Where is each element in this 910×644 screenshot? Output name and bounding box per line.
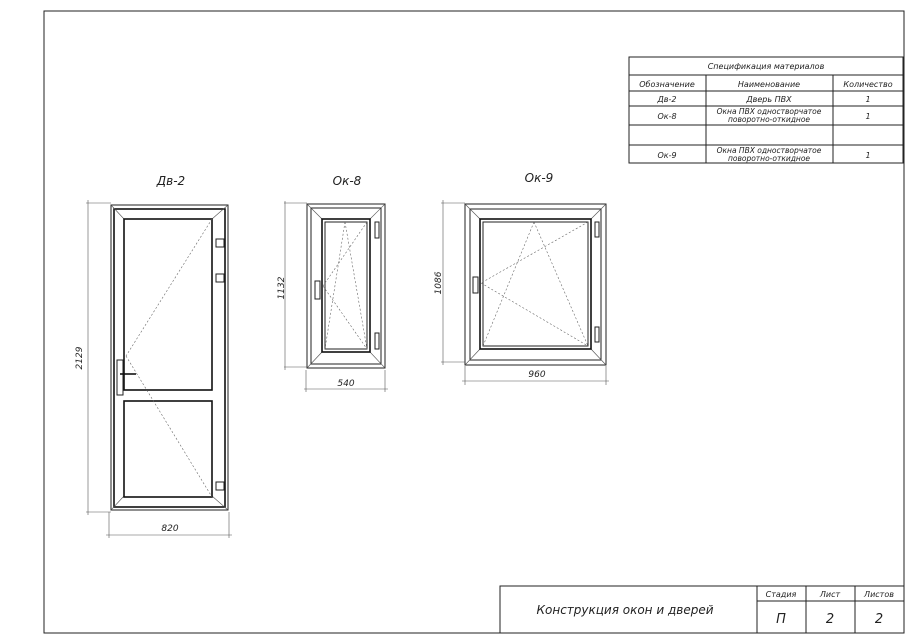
window-ok8-label: Ок-8 — [333, 174, 362, 188]
hinge-icon — [215, 238, 225, 248]
hinge-icon — [215, 481, 225, 491]
door-height-dimension: 2129 — [75, 346, 85, 369]
window-ok9-label: Ок-9 — [525, 171, 554, 185]
specification-table: Спецификация материалов Обозначение Наим… — [628, 56, 904, 164]
spec-header-code: Обозначение — [639, 80, 695, 89]
sheets-label: Листов — [863, 590, 894, 599]
title-block: Конструкция окон и дверей Стадия Лист Ли… — [499, 585, 905, 634]
sheet-value: 2 — [826, 612, 834, 627]
spec-row-qty: 1 — [865, 112, 870, 121]
spec-header-qty: Количество — [843, 80, 892, 89]
spec-row-name: Окна ПВХ одностворчатое — [717, 107, 822, 116]
sheets-value: 2 — [875, 612, 883, 627]
spec-row-name-2: поворотно-откидное — [728, 115, 810, 124]
window-handle-icon — [314, 280, 321, 300]
spec-row-qty: 1 — [865, 95, 870, 104]
door-width-dimension: 820 — [161, 524, 178, 534]
spec-row-name-2: поворотно-откидное — [728, 154, 810, 163]
spec-row-code: Дв-2 — [657, 95, 677, 104]
spec-row-qty: 1 — [865, 151, 870, 160]
stage-label: Стадия — [766, 590, 797, 599]
spec-row-code: Ок-8 — [657, 112, 676, 121]
door-drawing: Дв-2 2129 820 — [75, 174, 232, 538]
window-ok9-drawing: Ок-9 1086 960 — [434, 171, 609, 385]
window-ok8-drawing: Ок-8 1132 540 — [277, 174, 388, 392]
spec-row-code: Ок-9 — [657, 151, 676, 160]
hinge-icon — [594, 221, 600, 238]
window-ok9-width-dimension: 960 — [528, 370, 545, 380]
sheet-label: Лист — [819, 590, 841, 599]
spec-row-name: Окна ПВХ одностворчатое — [717, 146, 822, 155]
spec-header-name: Наименование — [738, 80, 800, 89]
window-ok8-width-dimension: 540 — [337, 379, 354, 389]
sheet-border — [43, 10, 905, 634]
drawing-title: Конструкция окон и дверей — [536, 603, 713, 617]
stage-value: П — [776, 612, 786, 627]
window-handle-icon — [472, 276, 479, 294]
door-handle-icon — [116, 359, 124, 396]
window-ok9-height-dimension: 1086 — [434, 271, 444, 294]
window-ok8-height-dimension: 1132 — [277, 276, 287, 299]
door-label: Дв-2 — [156, 174, 185, 188]
hinge-icon — [374, 332, 380, 350]
spec-title: Спецификация материалов — [708, 62, 825, 71]
spec-row-name: Дверь ПВХ — [745, 95, 792, 104]
hinge-icon — [215, 273, 225, 283]
hinge-icon — [594, 326, 600, 343]
hinge-icon — [374, 221, 380, 239]
